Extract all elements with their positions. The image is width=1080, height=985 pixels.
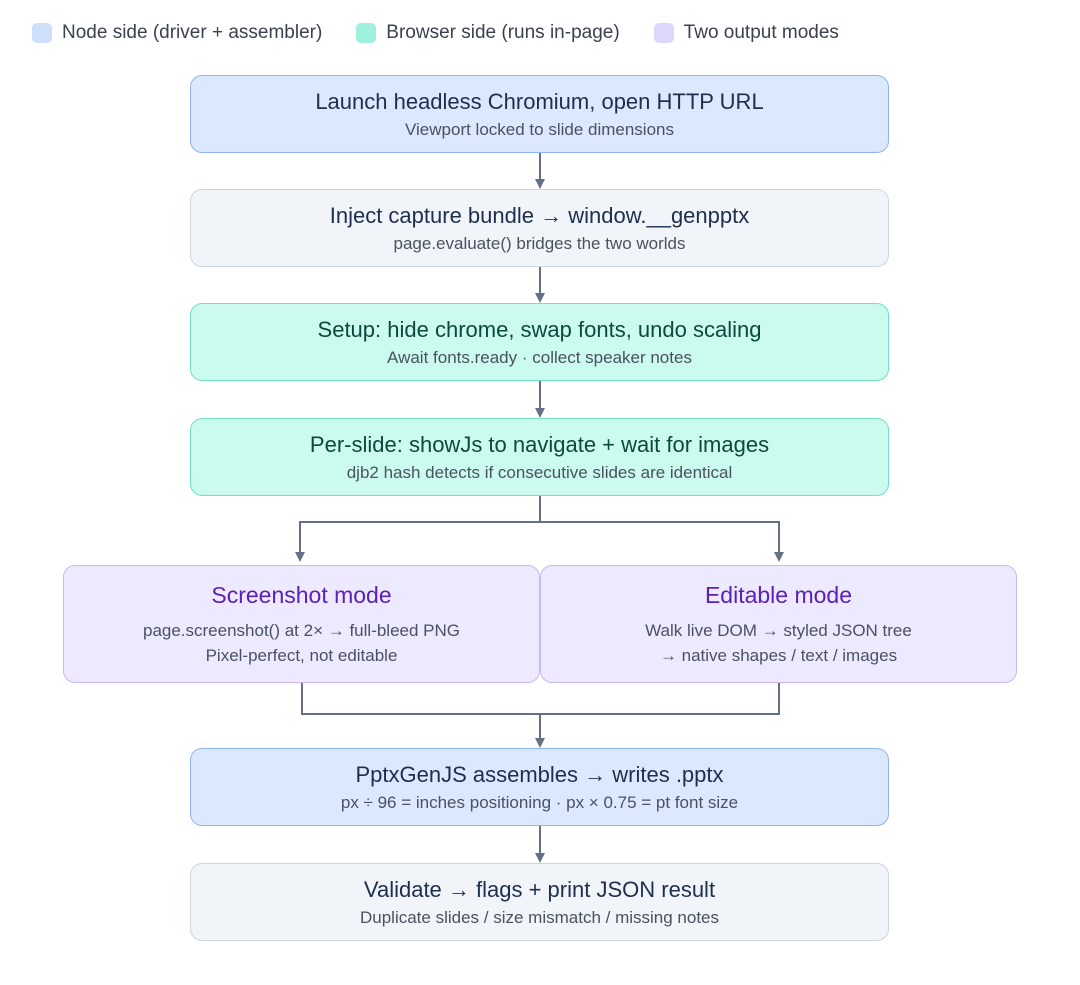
legend-swatch-modes (653, 23, 674, 43)
mode-screenshot-line2: Pixel-perfect, not editable (205, 646, 398, 665)
step-assemble: PptxGenJS assembles → writes .pptx px ÷ … (190, 748, 889, 826)
legend-label-node: Node side (driver + assembler) (62, 22, 323, 43)
step-launch-subtitle: Viewport locked to slide dimensions (405, 119, 674, 139)
legend: Node side (driver + assembler) Browser s… (32, 20, 873, 46)
mode-screenshot-title: Screenshot mode (211, 582, 392, 608)
legend-label-browser: Browser side (runs in-page) (386, 22, 620, 43)
mode-editable-line1: Walk live DOM → styled JSON tree (645, 621, 912, 640)
step-inject: Inject capture bundle → window.__genpptx… (190, 189, 889, 267)
step-launch-title: Launch headless Chromium, open HTTP URL (315, 88, 764, 114)
step-validate: Validate → flags + print JSON result Dup… (190, 863, 889, 941)
step-inject-subtitle: page.evaluate() bridges the two worlds (393, 233, 686, 253)
legend-label-modes: Two output modes (683, 22, 839, 43)
step-validate-title: Validate → flags + print JSON result (363, 876, 716, 902)
step-assemble-title: PptxGenJS assembles → writes .pptx (355, 761, 724, 787)
step-assemble-subtitle: px ÷ 96 = inches positioning · px × 0.75… (340, 792, 739, 812)
legend-swatch-browser (356, 23, 377, 43)
step-setup-title: Setup: hide chrome, swap fonts, undo sca… (317, 316, 762, 342)
mode-editable-line2: → native shapes / text / images (659, 646, 898, 665)
mode-screenshot-line1: page.screenshot() at 2× → full-bleed PNG (142, 621, 461, 640)
step-launch: Launch headless Chromium, open HTTP URL … (190, 75, 889, 153)
step-perslide-subtitle: djb2 hash detects if consecutive slides … (346, 462, 733, 482)
legend-swatch-node (32, 23, 52, 43)
step-inject-title: Inject capture bundle → window.__genpptx (329, 202, 750, 228)
mode-editable: Editable mode Walk live DOM → styled JSO… (540, 565, 1017, 683)
legend-item-node: Node side (driver + assembler) (32, 22, 322, 44)
connector-split-right (540, 521, 784, 562)
mode-editable-title: Editable mode (704, 582, 853, 608)
step-perslide: Per-slide: showJs to navigate + wait for… (190, 418, 889, 496)
step-setup-subtitle: Await fonts.ready · collect speaker note… (387, 347, 692, 367)
mode-screenshot: Screenshot mode page.screenshot() at 2× … (63, 565, 540, 683)
step-setup: Setup: hide chrome, swap fonts, undo sca… (190, 303, 889, 381)
legend-item-modes: Two output modes (653, 22, 839, 44)
step-validate-subtitle: Duplicate slides / size mismatch / missi… (359, 907, 720, 927)
connector-split (295, 495, 541, 562)
connector-merge (301, 682, 780, 715)
legend-item-browser: Browser side (runs in-page) (356, 22, 620, 44)
step-perslide-title: Per-slide: showJs to navigate + wait for… (309, 431, 770, 457)
